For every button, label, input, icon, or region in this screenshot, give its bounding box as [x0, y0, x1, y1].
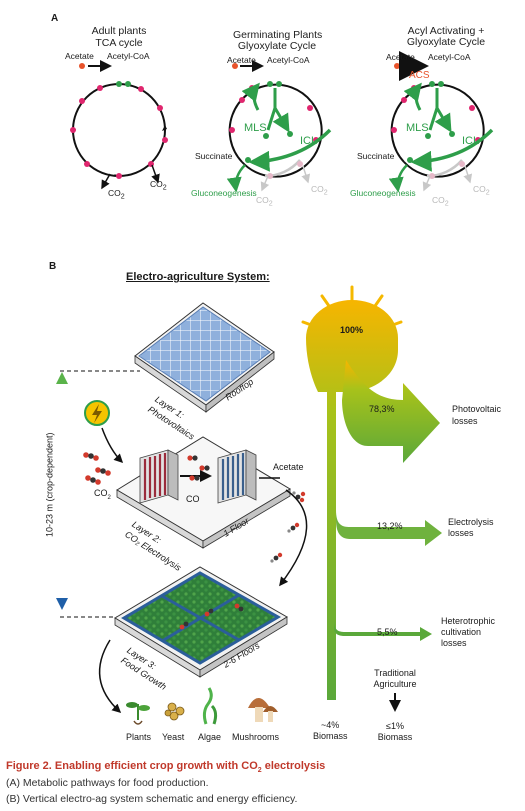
cycle1-title-line1: Adult plants [91, 25, 147, 37]
pv-panel [134, 302, 275, 413]
figure-caption-title: Figure 2. Enabling efficient crop growth… [6, 760, 326, 775]
cycle1-co2-right: CO2 [150, 179, 167, 192]
cycle2-acetyl-coa: Acetyl-CoA [267, 55, 310, 65]
cycle2-gluconeogenesis: Gluconeogenesis [191, 188, 257, 198]
cycle3-acetate: Acetate [386, 52, 415, 62]
sankey-remaining-label: Biomass [313, 731, 348, 741]
lightning-icon [84, 400, 110, 426]
sankey-label-photovoltaic-2: losses [452, 416, 478, 426]
traditional-value-line1: ≤1% [386, 721, 404, 731]
acetate-dot [79, 63, 85, 69]
yeast-icon [164, 702, 185, 721]
cycle2-succinate: Succinate [195, 151, 233, 161]
cycle3-acetyl-coa: Acetyl-CoA [428, 52, 471, 62]
cycle3-co2-right: CO2 [473, 184, 490, 197]
cycle1-title-line2: TCA cycle [95, 37, 143, 49]
acetate-molecules [270, 491, 306, 563]
electrolyzer-co2 [139, 449, 179, 504]
sankey-value-photovoltaic: 78,3% [369, 404, 395, 414]
cycle1-acetate: Acetate [65, 51, 94, 61]
sankey-label-electrolysis-1: Electrolysis [448, 517, 494, 527]
cycle1-acetyl-coa: Acetyl-CoA [107, 51, 150, 61]
sankey-label-heterotrophic-2: cultivation [441, 627, 482, 637]
sankey-label-heterotrophic-3: losses [441, 638, 467, 648]
mushroom-icon [248, 698, 278, 722]
panel-a-label: A [51, 13, 59, 24]
cycle2-co2-right: CO2 [311, 184, 328, 197]
cycle3-title-line2: Glyoxylate Cycle [406, 36, 486, 48]
traditional-line2: Agriculture [373, 679, 417, 689]
cycle2-title-line1: Germinating Plants [233, 29, 323, 41]
power-arrow [101, 427, 124, 464]
cycle3-acs: ACS [409, 70, 430, 81]
panel-b-label: B [49, 261, 57, 272]
cycle3-icl: ICL [462, 135, 480, 147]
cycle3-co2-left: CO2 [432, 195, 449, 208]
label-co2: CO2 [94, 488, 111, 501]
food-arrow [98, 639, 122, 714]
traditional-value-line2: Biomass [377, 732, 413, 742]
electrolyzer-co [217, 449, 257, 504]
sankey-label-heterotrophic-1: Heterotrophic [441, 616, 496, 626]
electrolysis-platform [116, 436, 291, 549]
product-algae: Algae [198, 732, 222, 742]
sankey-label-photovoltaic-1: Photovoltaic [452, 404, 502, 414]
sankey-value-electrolysis: 13,2% [377, 521, 403, 531]
cycle1-co2-left: CO2 [108, 188, 125, 201]
sankey-flow-heterotrophic [334, 620, 432, 641]
glyoxylate-cycle-2 [226, 60, 332, 193]
cycle3-gluconeogenesis: Gluconeogenesis [350, 188, 416, 198]
cycle2-acetate: Acetate [227, 55, 256, 65]
figure-caption-line-a: (A) Metabolic pathways for food producti… [6, 777, 209, 789]
height-label: 10-23 m (crop-dependent) [44, 432, 55, 537]
sankey-flow-photovoltaic [342, 360, 440, 463]
sankey-value-heterotrophic: 5,5% [377, 627, 398, 637]
cycle2-title-line2: Glyoxylate Cycle [237, 40, 317, 52]
cycle3-mls: MLS [406, 122, 429, 134]
cycle2-co2-left: CO2 [256, 195, 273, 208]
product-mushrooms: Mushrooms [232, 732, 280, 742]
sankey-diagram [306, 300, 442, 700]
sankey-label-electrolysis-2: losses [448, 528, 474, 538]
label-acetate: Acetate [273, 462, 304, 472]
figure-caption-line-b: (B) Vertical electro-ag system schematic… [6, 793, 298, 805]
cycle2-mls: MLS [244, 122, 267, 134]
system-title: Electro-agriculture System: [126, 271, 270, 283]
glyoxylate-cycle-3 [388, 51, 494, 193]
co-molecules [187, 455, 210, 481]
sankey-remaining-value: ~4% [321, 720, 340, 730]
acetate-arrow [279, 489, 308, 587]
algae-icon [202, 687, 218, 725]
growth-platform [114, 566, 288, 678]
sankey-start-value: 100% [340, 325, 364, 335]
traditional-line1: Traditional [374, 668, 416, 678]
co2-molecules [83, 452, 111, 485]
tca-cycle-1 [70, 60, 168, 190]
label-co: CO [186, 494, 200, 504]
sankey-flow-electrolysis [336, 510, 442, 546]
product-plants: Plants [126, 732, 152, 742]
cycle3-succinate: Succinate [357, 151, 395, 161]
product-yeast: Yeast [162, 732, 185, 742]
cycle2-icl: ICL [300, 135, 318, 147]
cycle3-title-line1: Acyl Activating + [407, 25, 485, 37]
plant-icon [126, 702, 150, 725]
